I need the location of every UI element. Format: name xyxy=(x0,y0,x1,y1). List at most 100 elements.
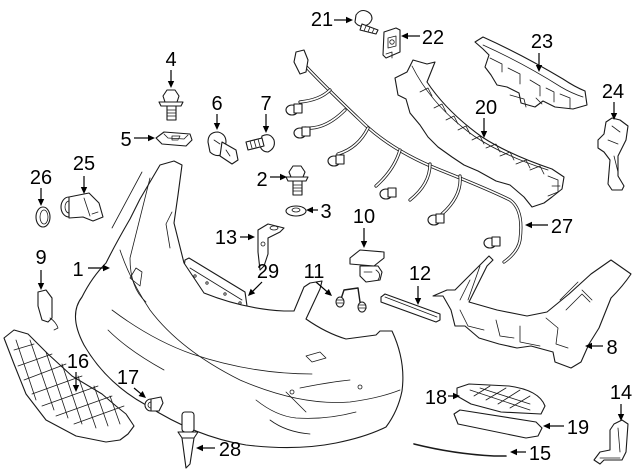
arrowhead-icon xyxy=(103,264,110,272)
part-fog-lamp-grille-18[interactable] xyxy=(456,383,546,415)
callout-8[interactable]: 8 xyxy=(585,337,618,359)
part-screw-21[interactable] xyxy=(354,9,379,35)
arrowhead-icon xyxy=(610,113,618,120)
arrowhead-icon xyxy=(262,126,270,133)
arrowhead-icon xyxy=(37,283,45,290)
callout-number: 14 xyxy=(610,382,632,404)
callout-number: 24 xyxy=(602,81,624,103)
part-bumper-cover-1[interactable] xyxy=(74,160,404,449)
callout-number: 25 xyxy=(73,153,95,175)
part-bolt-2[interactable] xyxy=(285,165,309,196)
callout-18[interactable]: 18 xyxy=(425,387,460,409)
callout-1[interactable]: 1 xyxy=(72,259,110,281)
part-mount-bracket-10[interactable] xyxy=(349,249,385,283)
arrowhead-icon xyxy=(360,241,368,248)
callout-number: 26 xyxy=(30,167,52,189)
callout-22[interactable]: 22 xyxy=(401,27,444,49)
callout-13[interactable]: 13 xyxy=(215,227,255,249)
part-energy-absorber-20[interactable] xyxy=(394,59,565,208)
callout-number: 12 xyxy=(409,263,431,285)
leader-line xyxy=(251,281,263,293)
arrowhead-icon xyxy=(535,65,543,72)
arrowhead-icon xyxy=(138,391,146,398)
arrowhead-icon xyxy=(480,131,488,138)
parts-layer xyxy=(3,9,632,469)
callout-6[interactable]: 6 xyxy=(211,93,223,130)
part-bolt-4[interactable] xyxy=(158,89,184,121)
callout-14[interactable]: 14 xyxy=(610,382,632,421)
callout-28[interactable]: 28 xyxy=(196,439,241,461)
part-park-sensor-25[interactable] xyxy=(60,192,104,222)
callout-27[interactable]: 27 xyxy=(525,216,573,238)
callout-16[interactable]: 16 xyxy=(67,351,89,392)
arrowhead-icon xyxy=(280,173,287,181)
part-washer-3[interactable] xyxy=(285,205,307,217)
callout-21[interactable]: 21 xyxy=(311,9,353,31)
harness-plug xyxy=(285,103,303,116)
callout-number: 15 xyxy=(529,443,551,465)
callout-9[interactable]: 9 xyxy=(35,247,47,290)
arrowhead-icon xyxy=(543,422,550,430)
callout-number: 1 xyxy=(72,259,83,281)
callout-number: 28 xyxy=(219,439,241,461)
harness-plug xyxy=(483,236,501,249)
part-push-clip-6[interactable] xyxy=(207,131,239,165)
part-trim-molding-19[interactable] xyxy=(453,409,543,439)
callout-20[interactable]: 20 xyxy=(475,97,497,138)
callout-number: 2 xyxy=(256,169,267,191)
callout-15[interactable]: 15 xyxy=(510,443,551,465)
part-clip-nut-5[interactable] xyxy=(155,131,193,147)
part-guide-bracket-24[interactable] xyxy=(597,117,629,191)
callout-number: 29 xyxy=(257,261,279,283)
part-side-bracket-14[interactable] xyxy=(593,419,629,465)
part-trim-strip-12[interactable] xyxy=(380,293,441,323)
callout-number: 16 xyxy=(67,351,89,373)
part-park-sensor-17[interactable] xyxy=(144,396,164,412)
part-speed-nut-22[interactable] xyxy=(382,27,401,59)
harness-plug xyxy=(327,154,345,167)
arrowhead-icon xyxy=(37,199,45,206)
arrowhead-icon xyxy=(306,206,313,214)
callout-26[interactable]: 26 xyxy=(30,167,52,206)
part-molding-strip-15[interactable] xyxy=(413,443,507,457)
callout-number: 8 xyxy=(606,337,617,359)
callout-number: 19 xyxy=(567,417,589,439)
part-bracket-small-9[interactable] xyxy=(37,289,59,331)
callout-19[interactable]: 19 xyxy=(543,417,589,439)
callout-12[interactable]: 12 xyxy=(409,263,431,305)
callout-29[interactable]: 29 xyxy=(248,261,279,296)
callout-7[interactable]: 7 xyxy=(260,93,272,133)
part-lower-grille-16[interactable] xyxy=(3,329,135,443)
callout-5[interactable]: 5 xyxy=(120,129,155,151)
arrowhead-icon xyxy=(167,81,175,88)
part-upper-absorber-23[interactable] xyxy=(474,36,588,110)
part-retainer-7[interactable] xyxy=(245,134,275,153)
callout-number: 22 xyxy=(422,27,444,49)
part-sensor-ring-26[interactable] xyxy=(35,206,51,228)
part-tow-eye-28[interactable] xyxy=(177,411,199,469)
callout-2[interactable]: 2 xyxy=(256,169,287,191)
arrowhead-icon xyxy=(414,298,422,305)
callout-number: 18 xyxy=(425,387,447,409)
callout-23[interactable]: 23 xyxy=(531,31,553,72)
harness-plug xyxy=(379,187,397,200)
callout-11[interactable]: 11 xyxy=(304,261,332,296)
part-bracket-13[interactable] xyxy=(257,223,285,271)
harness-plug xyxy=(293,126,311,139)
callout-3[interactable]: 3 xyxy=(306,201,332,223)
arrowhead-icon xyxy=(617,414,625,421)
part-bumper-bracket-side-8[interactable] xyxy=(432,255,632,369)
callout-number: 21 xyxy=(311,9,333,31)
part-wiring-harness-27[interactable] xyxy=(285,49,523,264)
part-spring-clip-11[interactable] xyxy=(335,287,367,313)
callout-4[interactable]: 4 xyxy=(165,49,177,88)
callout-number: 7 xyxy=(260,93,271,115)
callout-25[interactable]: 25 xyxy=(73,153,95,194)
arrowhead-icon xyxy=(248,233,255,241)
arrowhead-icon xyxy=(324,288,332,296)
callout-number: 4 xyxy=(165,49,176,71)
callout-10[interactable]: 10 xyxy=(353,206,375,248)
callout-24[interactable]: 24 xyxy=(602,81,624,120)
arrowhead-icon xyxy=(213,123,221,130)
callout-17[interactable]: 17 xyxy=(117,367,146,398)
